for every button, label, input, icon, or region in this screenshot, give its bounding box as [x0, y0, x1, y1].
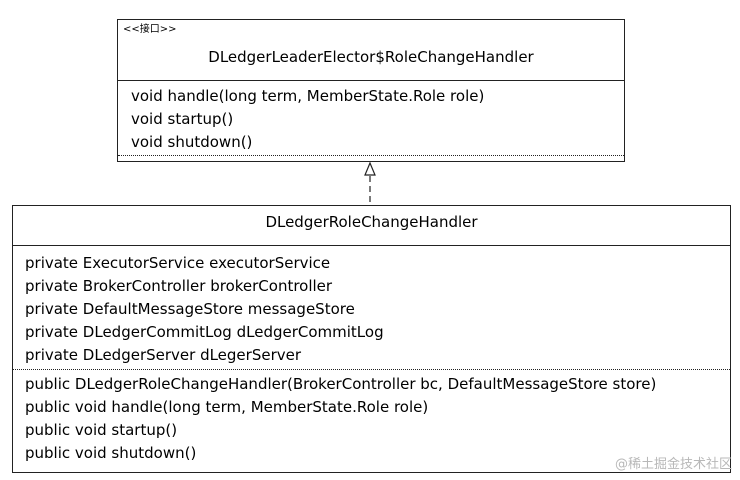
class-field: private DLedgerCommitLog dLedgerCommitLo…: [25, 323, 384, 341]
watermark: @稀土掘金技术社区: [614, 457, 732, 472]
interface-box: <<接口>> DLedgerLeaderElector$RoleChangeHa…: [117, 19, 625, 162]
interface-name-divider: [118, 80, 624, 81]
realization-triangle-head: [364, 161, 376, 176]
class-method: public void shutdown(): [25, 444, 197, 462]
class-methods: public DLedgerRoleChangeHandler(BrokerCo…: [25, 373, 656, 465]
interface-method: void handle(long term, MemberState.Role …: [131, 87, 485, 105]
class-fields: private ExecutorService executorService …: [25, 252, 384, 367]
class-method: public DLedgerRoleChangeHandler(BrokerCo…: [25, 375, 657, 393]
class-name-divider: [13, 245, 730, 246]
class-fields-divider: [13, 369, 730, 370]
class-name: DLedgerRoleChangeHandler: [265, 213, 478, 231]
class-method: public void startup(): [25, 421, 178, 439]
class-field: private DefaultMessageStore messageStore: [25, 300, 355, 318]
class-box: DLedgerRoleChangeHandler private Executo…: [12, 205, 731, 473]
class-field: private ExecutorService executorService: [25, 254, 331, 272]
interface-method: void shutdown(): [131, 133, 253, 151]
interface-methods: void handle(long term, MemberState.Role …: [131, 85, 484, 154]
class-field: private BrokerController brokerControlle…: [25, 277, 333, 295]
class-method: public void handle(long term, MemberStat…: [25, 398, 429, 416]
interface-name: DLedgerLeaderElector$RoleChangeHandler: [208, 48, 534, 66]
interface-methods-divider: [118, 155, 624, 156]
interface-stereotype: <<接口>>: [123, 24, 177, 35]
interface-method: void startup(): [131, 110, 234, 128]
class-field: private DLedgerServer dLegerServer: [25, 346, 302, 364]
